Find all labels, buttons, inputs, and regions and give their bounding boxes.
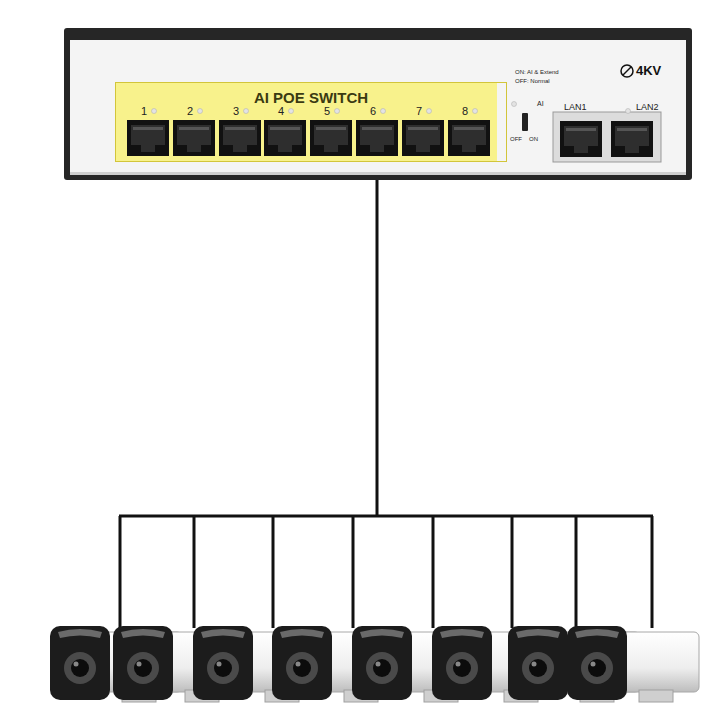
port-number: 2	[187, 105, 193, 117]
uplink-label: LAN2	[636, 103, 659, 113]
port-number: 5	[324, 105, 330, 117]
uplink-label: LAN1	[564, 103, 587, 113]
surge-rating: 4KV	[636, 64, 661, 78]
port-number: 6	[370, 105, 376, 117]
mode-note: ON: AI & Extend	[515, 69, 559, 76]
switch-label: ON	[529, 136, 538, 143]
port-number: 1	[141, 105, 147, 117]
switch-panel: AI POE SWITCH	[115, 82, 507, 162]
switch-label: AI	[537, 100, 544, 108]
port-number: 3	[233, 105, 239, 117]
switch-label: OFF	[510, 136, 522, 143]
panel-title: AI POE SWITCH	[116, 83, 506, 106]
port-number: 4	[278, 105, 284, 117]
port-number: 7	[416, 105, 422, 117]
mode-note: OFF: Normal	[515, 78, 550, 85]
port-number: 8	[462, 105, 468, 117]
